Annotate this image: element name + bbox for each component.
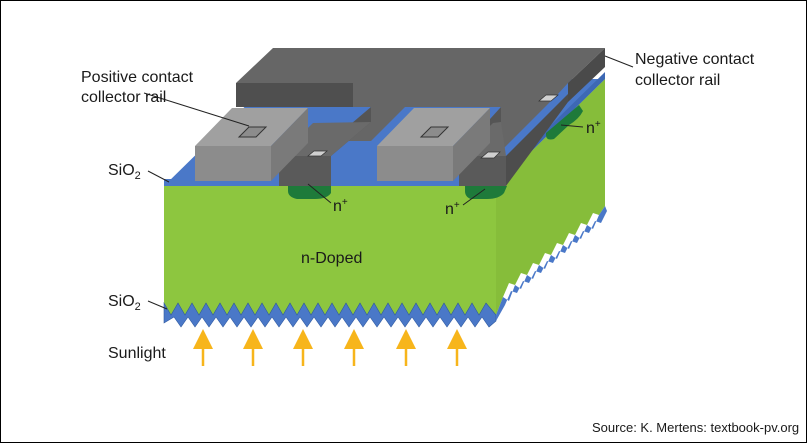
positive-contact-1: [195, 108, 308, 181]
sio2-bottom-label: SiO2: [108, 293, 141, 313]
source-credit: Source: K. Mertens: textbook-pv.org: [592, 420, 799, 435]
textured-silicon-bottom: [164, 301, 496, 311]
sunlight-arrows: [193, 329, 467, 366]
positive-contact-label-line2: collector rail: [81, 89, 166, 106]
n-plus-label-1: n+: [333, 197, 348, 215]
n-doped-label: n-Doped: [301, 250, 362, 267]
n-plus-region-3: [546, 105, 583, 140]
wafer-side-face: [496, 79, 605, 315]
negative-contact-label-line1: Negative contact: [635, 51, 755, 68]
sunlight-label: Sunlight: [108, 345, 166, 362]
wafer-front-face: [164, 186, 496, 315]
n-plus-label-3: n+: [586, 119, 601, 137]
positive-contact-label-line1: Positive contact: [81, 69, 194, 86]
positive-contact-2: [377, 108, 490, 181]
n-plus-label-2: n+: [445, 200, 460, 218]
n-plus-region-1: [288, 186, 331, 199]
sio2-top-label: SiO2: [108, 162, 141, 182]
negative-contact-label-line2: collector rail: [635, 72, 720, 89]
negative-rail: [236, 48, 605, 186]
